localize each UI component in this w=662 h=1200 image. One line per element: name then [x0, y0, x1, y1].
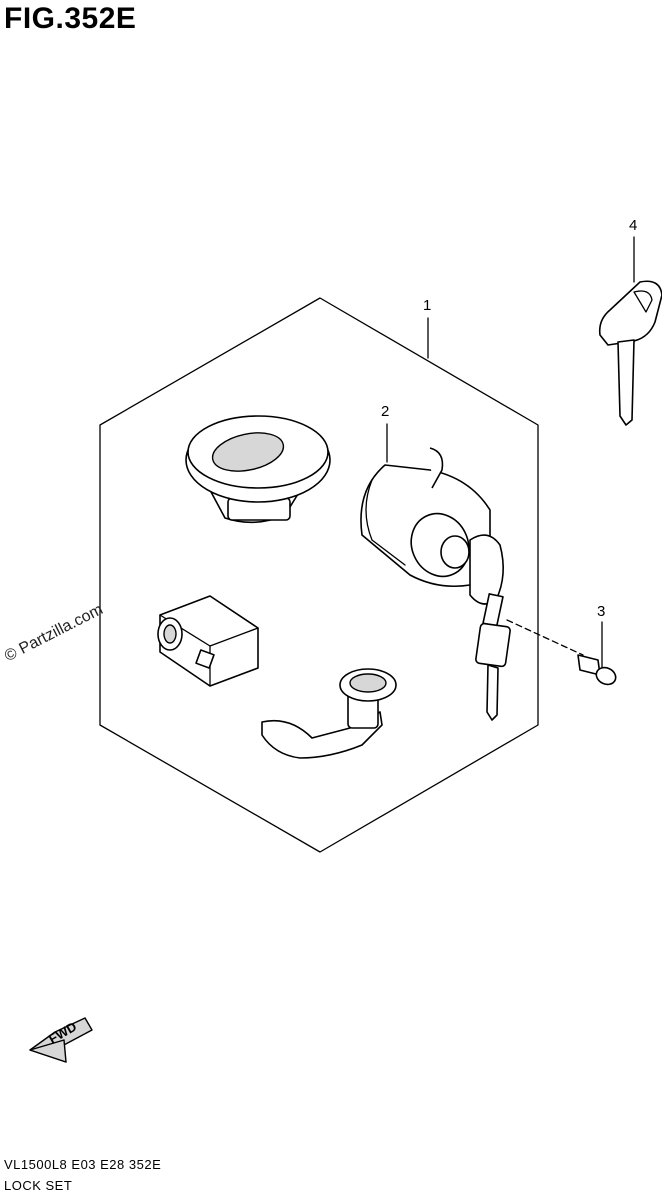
fuel-cap-lock: [185, 415, 331, 524]
callout-2: 2: [381, 403, 390, 420]
callout-1: 1: [423, 297, 432, 314]
callout-3: 3: [597, 603, 606, 620]
screw: [577, 654, 617, 686]
helmet-lock: [157, 595, 259, 687]
key-blank: [598, 280, 662, 426]
figure-code: VL1500L8 E03 E28 352E: [4, 1157, 162, 1172]
leader-line-screw: [506, 619, 584, 656]
figure-name: LOCK SET: [4, 1178, 73, 1193]
fwd-arrow: [29, 1017, 93, 1063]
lock-set-hexagon: [99, 297, 539, 853]
seat-lock-assembly: [360, 447, 511, 721]
figure-title: FIG.352E: [4, 2, 137, 35]
cylinder-lock-hook: [261, 668, 397, 759]
callout-4: 4: [629, 217, 638, 234]
